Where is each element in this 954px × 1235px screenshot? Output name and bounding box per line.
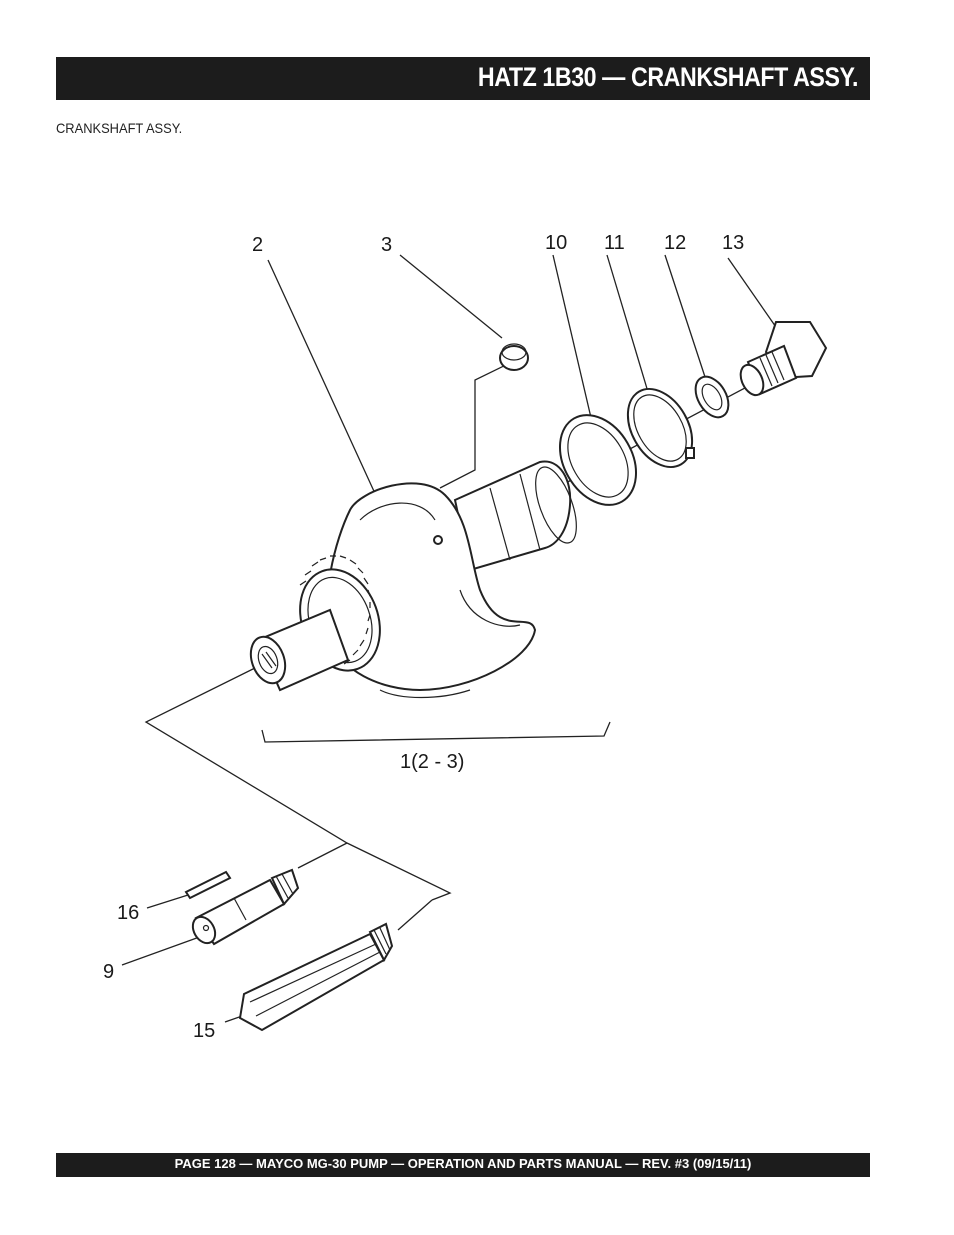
callout-11: 11 (604, 232, 625, 254)
header-bar: HATZ 1B30 — CRANKSHAFT ASSY. (56, 57, 870, 100)
page-footer: PAGE 128 — MAYCO MG-30 PUMP — OPERATION … (174, 1156, 752, 1171)
tool-part-15 (238, 922, 394, 1032)
callout-15: 15 (193, 1020, 215, 1042)
plug-part (499, 343, 529, 371)
callout-9: 9 (103, 961, 114, 983)
crankshaft-part (249, 460, 577, 699)
leader-lines (121, 254, 779, 1023)
callout-2: 2 (252, 234, 263, 256)
section-subtitle: CRANKSHAFT ASSY. (56, 120, 183, 136)
washer-part-12 (694, 375, 730, 419)
tool-part-9 (191, 868, 300, 946)
page-title: HATZ 1B30 — CRANKSHAFT ASSY. (477, 62, 859, 92)
callout-13: 13 (722, 232, 744, 254)
snap-ring-part-11 (626, 388, 695, 468)
callout-assembly: 1(2 - 3) (400, 751, 464, 773)
ring-part-10 (559, 414, 637, 506)
key-part-16 (184, 870, 232, 900)
bolt-part-13 (739, 321, 828, 397)
footer-bar: PAGE 128 — MAYCO MG-30 PUMP — OPERATION … (56, 1153, 870, 1177)
callout-3: 3 (381, 234, 392, 256)
callout-12: 12 (664, 232, 686, 254)
callout-16: 16 (117, 902, 139, 924)
callout-10: 10 (545, 232, 567, 254)
